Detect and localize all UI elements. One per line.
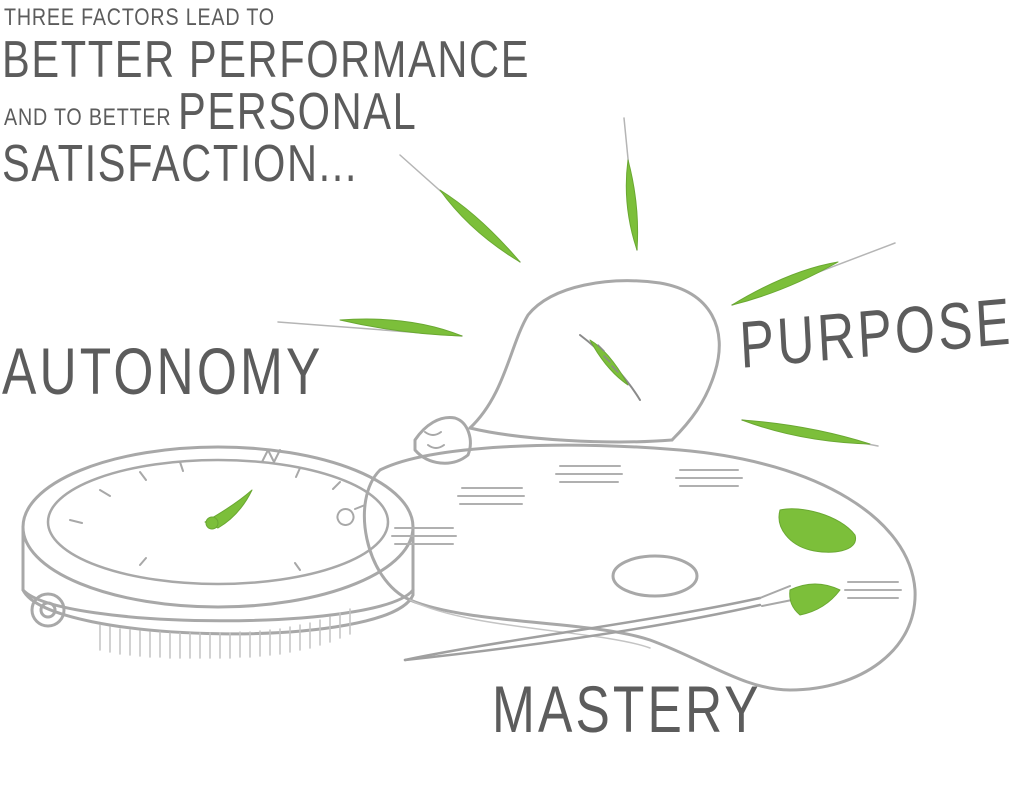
factor-mastery-label: MASTERY bbox=[492, 672, 762, 746]
headline-and-to-better: AND TO BETTER bbox=[4, 104, 172, 131]
headline-intro: THREE FACTORS LEAD TO bbox=[4, 4, 275, 31]
compass-icon bbox=[21, 445, 415, 659]
lightbulb-icon bbox=[413, 279, 721, 465]
headline-better-performance: BETTER PERFORMANCE bbox=[2, 31, 531, 89]
headline-personal: PERSONAL bbox=[178, 83, 418, 141]
light-rays-icon bbox=[277, 117, 896, 447]
headline-satisfaction: SATISFACTION... bbox=[2, 135, 359, 193]
factor-autonomy-label: AUTONOMY bbox=[2, 334, 324, 408]
paint-palette-icon bbox=[362, 443, 917, 692]
